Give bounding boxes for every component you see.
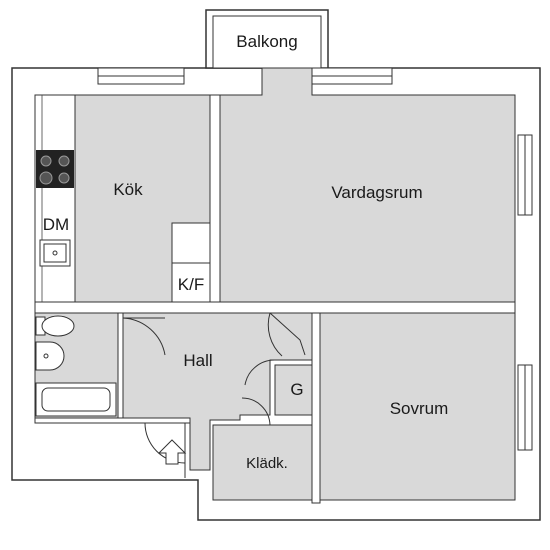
living-room-label: Vardagsrum — [331, 183, 422, 202]
stove-icon — [36, 150, 74, 188]
bathroom-fixtures — [35, 315, 117, 417]
windows — [97, 67, 533, 451]
fridge-freezer-label: K/F — [178, 275, 204, 294]
kitchen-label: Kök — [113, 180, 143, 199]
hall-label: Hall — [183, 351, 212, 370]
internal-walls — [34, 94, 516, 504]
door-swings — [122, 312, 321, 478]
bedroom-label: Sovrum — [390, 399, 449, 418]
wardrobe-label: Klädk. — [246, 455, 288, 472]
toilet-icon — [35, 315, 75, 337]
washbasin-icon — [35, 341, 65, 371]
entrance-arrow-icon — [157, 439, 187, 465]
floor-areas — [34, 67, 516, 501]
kitchen-sink-icon — [39, 239, 71, 267]
dishwasher-label: DM — [43, 215, 69, 234]
kitchen-counter — [34, 94, 76, 303]
bathtub-icon — [35, 382, 117, 417]
balcony-label: Balkong — [236, 32, 297, 51]
fridge-freezer — [171, 222, 211, 303]
storage-label: G — [290, 380, 303, 399]
